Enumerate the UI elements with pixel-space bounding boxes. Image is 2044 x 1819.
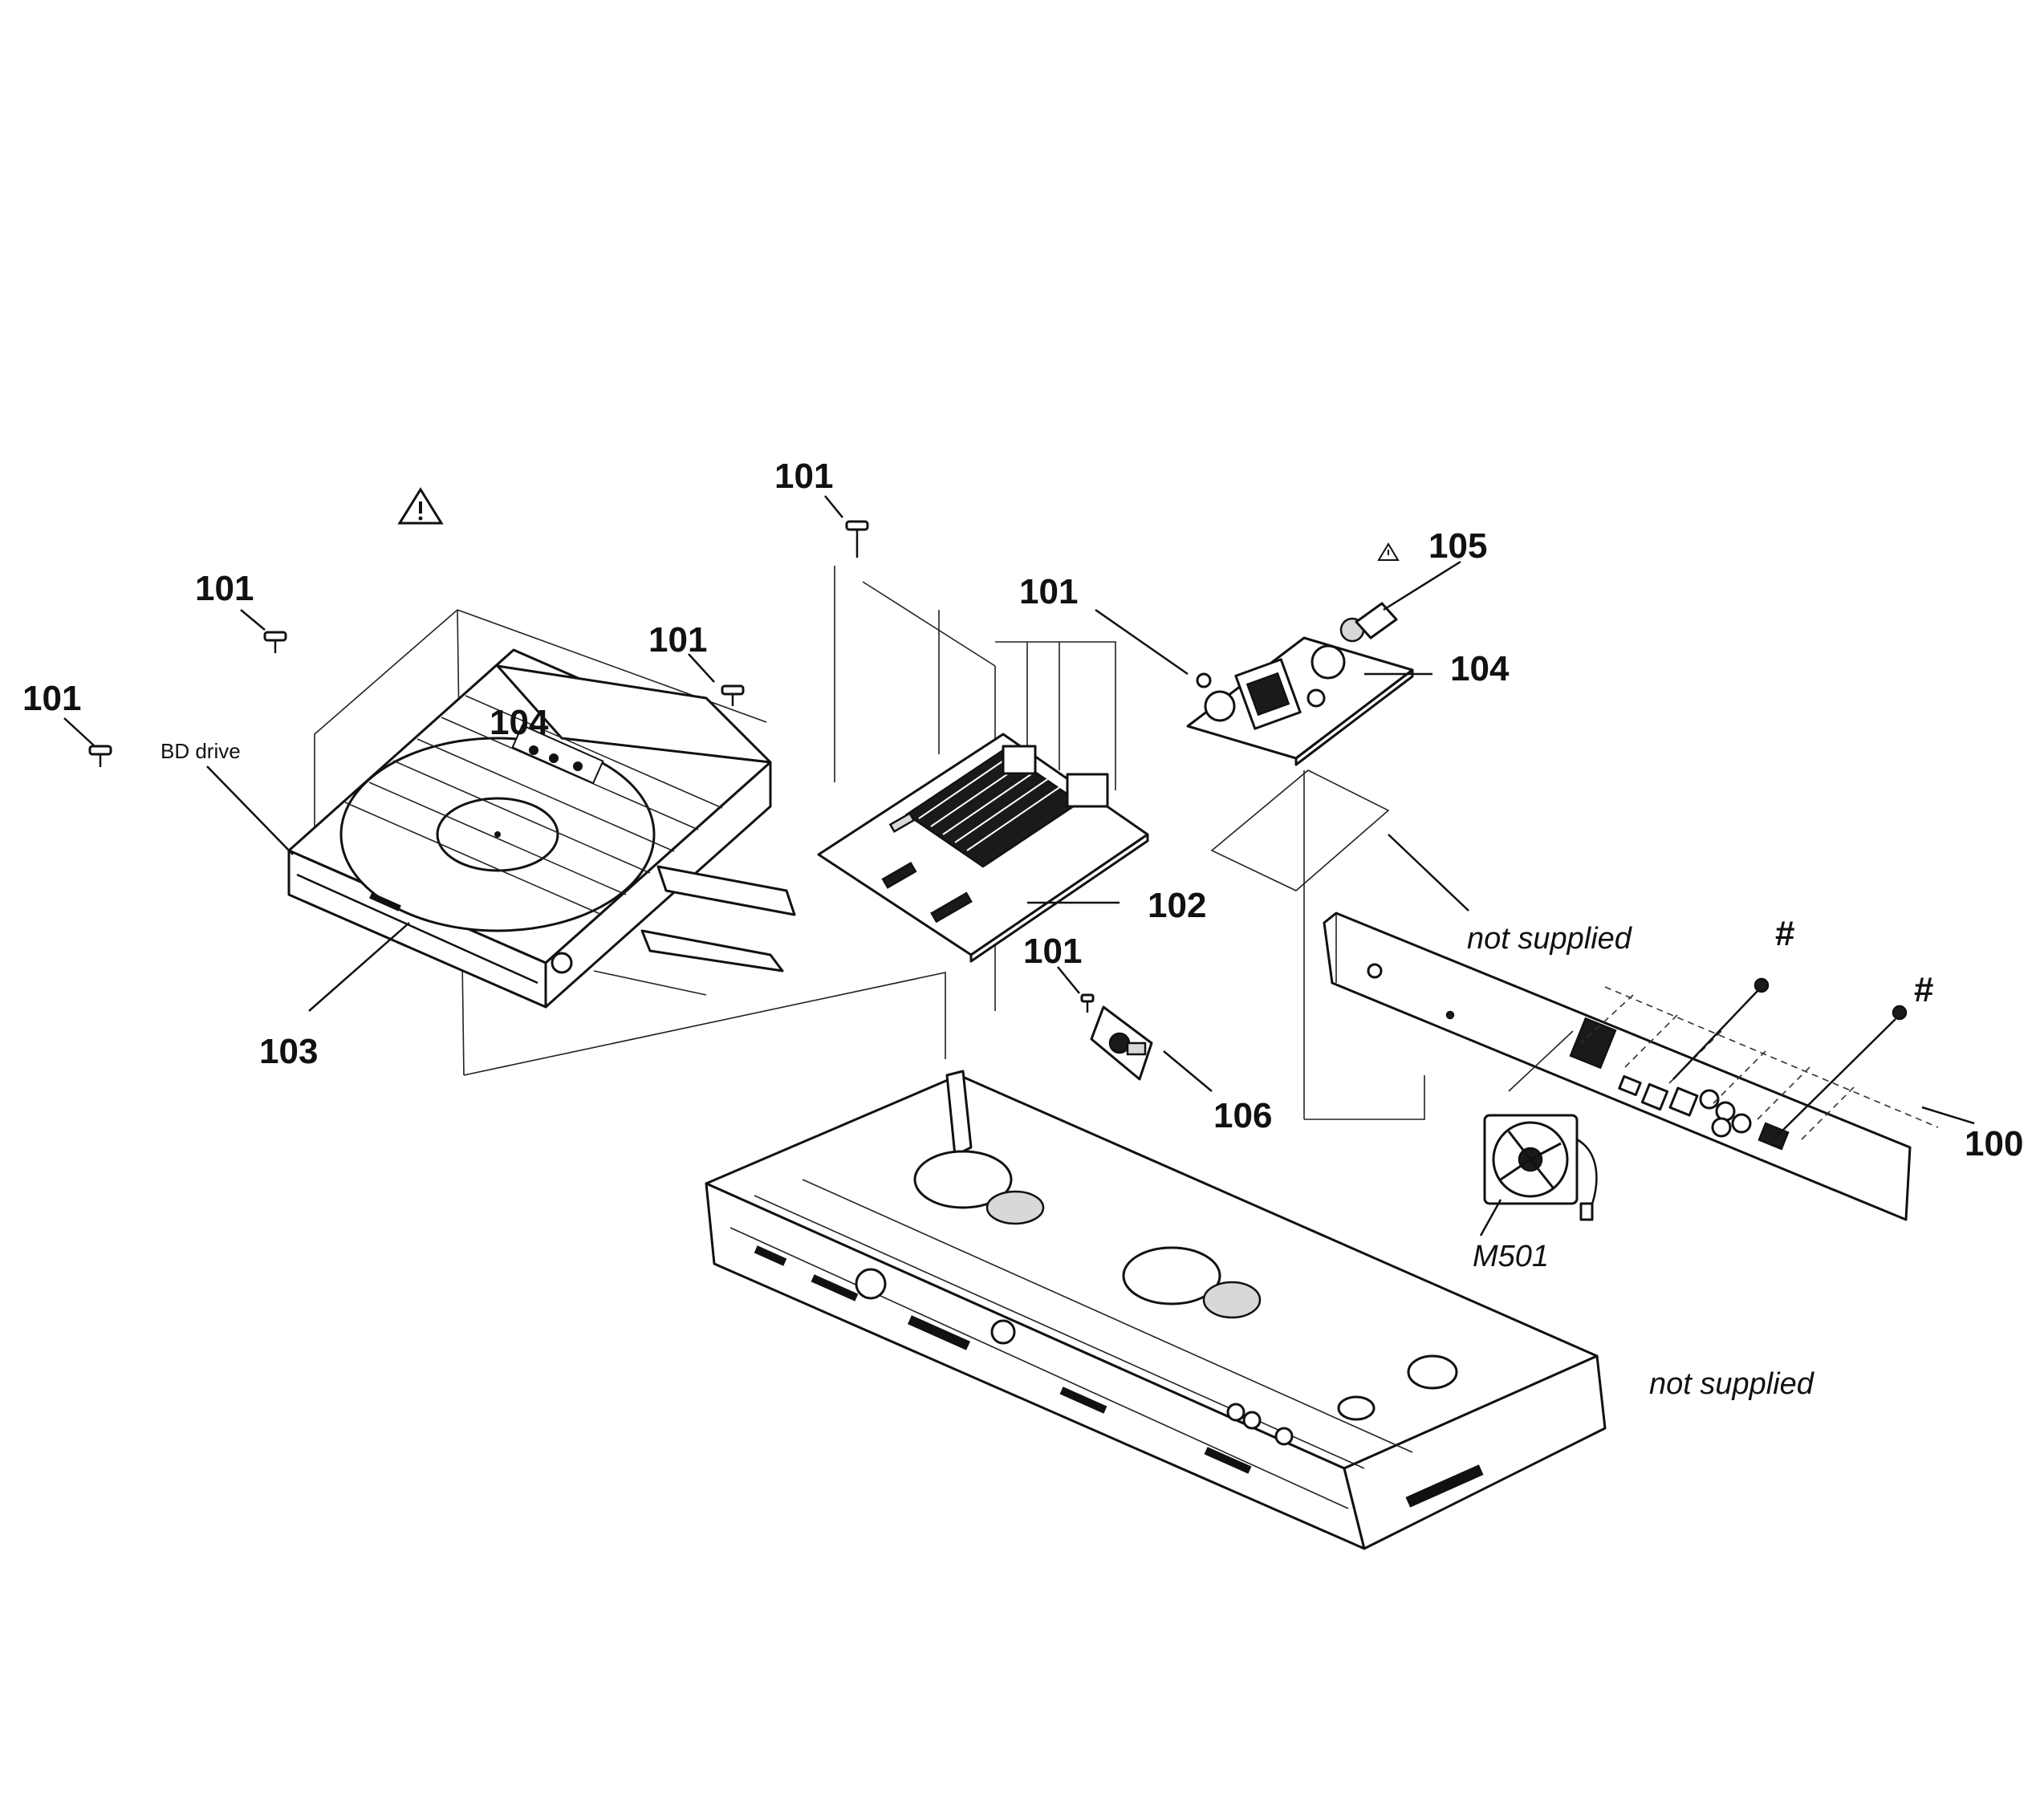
callout-101: 101 — [1023, 932, 1082, 971]
not-supplied-label: not supplied — [1467, 922, 1633, 956]
callout-101: 101 — [22, 679, 81, 718]
warning-triangle-icon — [397, 487, 444, 525]
callout-106: 106 — [1213, 1096, 1272, 1135]
small-board — [1090, 1005, 1153, 1081]
callout-104: 104 — [1450, 649, 1510, 688]
callout-hash: # — [1914, 970, 1933, 1009]
main-board — [817, 566, 1149, 1011]
callout-105: 105 — [1428, 526, 1487, 566]
callout-101: 101 — [774, 457, 833, 496]
screw-icon — [88, 745, 112, 767]
warning-triangle-icon — [1377, 542, 1400, 561]
not-supplied-label: not supplied — [1649, 1367, 1815, 1401]
bd-drive-label: BD drive — [161, 739, 241, 763]
rear-panel — [1323, 912, 1939, 1221]
screw-icon — [845, 520, 869, 558]
bd-drive-assembly — [287, 609, 946, 1076]
callout-hash: # — [1775, 914, 1794, 953]
screw-icon — [721, 684, 745, 706]
callout-m501: M501 — [1473, 1240, 1549, 1273]
callout-102: 102 — [1148, 886, 1206, 925]
chassis — [705, 1070, 1607, 1550]
screw-icon — [263, 631, 287, 653]
screw-icon — [1080, 993, 1095, 1013]
power-board — [1186, 560, 1461, 1120]
callout-101: 101 — [1019, 572, 1078, 611]
callout-101: 101 — [648, 620, 707, 660]
callout-103: 103 — [259, 1032, 318, 1071]
fan — [1483, 1030, 1598, 1221]
callout-101: 101 — [195, 569, 254, 608]
callout-104: 104 — [490, 703, 549, 742]
callout-100: 100 — [1965, 1124, 2023, 1163]
